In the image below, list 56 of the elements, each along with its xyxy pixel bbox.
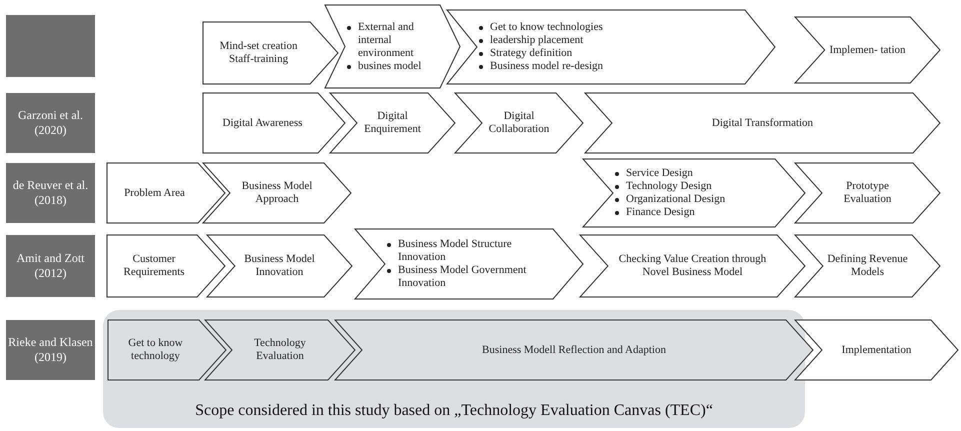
bullet-item: Technology Design: [626, 180, 712, 193]
author-label-box: [6, 15, 95, 77]
step-label: Problem Area: [124, 186, 185, 200]
step-label: Digital Collaboration: [488, 110, 550, 136]
chevron-step: [795, 235, 940, 297]
chevron-step: [205, 320, 355, 380]
step-label: Mind-set creation Staff-training: [218, 40, 298, 66]
bullet-item: Business Model Government Innovation: [398, 264, 528, 290]
chevron-step: [580, 235, 805, 297]
step-label: Technology Evaluation: [253, 337, 307, 363]
bullet-item: leadership placement: [490, 34, 584, 47]
step-label: Digital Enquirement: [363, 110, 422, 136]
step-label: Checking Value Creation through Novel Business Model: [618, 253, 768, 279]
bullet-item: Business Model Structure Innovation: [398, 238, 513, 264]
scope-caption: Scope considered in this study based on „Technology Evaluation Canvas (TEC)“: [194, 402, 714, 420]
author-label: Rieke and Klasen (2019): [7, 335, 94, 365]
step-label: Implementation: [842, 344, 912, 356]
chevron-step: [108, 320, 226, 380]
step-label: Digital Awareness: [222, 116, 302, 130]
bullet-item: Strategy definition: [490, 47, 572, 60]
author-label-box: [6, 320, 95, 380]
author-label-box: [6, 163, 95, 223]
step-label: Defining Revenue Models: [826, 253, 909, 279]
step-label: Business Model Approach: [240, 180, 314, 206]
chevron-step: [203, 163, 351, 223]
chevron-step: [207, 235, 352, 297]
chevron-step: [583, 159, 805, 227]
chevron-step: [325, 5, 460, 88]
chevron-step: [455, 93, 583, 153]
bullet-item: Organizational Design: [626, 193, 726, 206]
bullet-item: Get to know technologies: [490, 21, 603, 34]
bullet-item: Finance Design: [626, 206, 695, 219]
bullet-item: busines model: [358, 60, 422, 72]
chevron-step: [107, 235, 225, 297]
chevron-step: [795, 163, 940, 223]
chevron-step: [330, 93, 455, 153]
bullet-item: Service Design: [626, 167, 693, 180]
bullet-item: Business model re-design: [490, 60, 604, 73]
author-label: de Reuver et al. (2018): [12, 178, 90, 208]
author-label-box: [6, 235, 95, 297]
chevron-step: [107, 163, 225, 223]
chevron-step: [203, 22, 338, 84]
step-label: Digital Transformation: [712, 116, 814, 130]
chevron-step: [203, 93, 345, 153]
author-label-box: [6, 93, 95, 153]
step-label: Business Model Innovation: [243, 253, 316, 279]
step-label: Get to know technology: [127, 337, 184, 363]
step-label: Business Modell Reflection and Adaption: [482, 344, 666, 356]
step-label: Implemen- tation: [829, 44, 906, 56]
author-label: Amit and Zott (2012): [16, 251, 86, 281]
author-label: Garzoni et al. (2020): [17, 108, 84, 138]
chevron-step: [795, 17, 940, 83]
chevron-step: [795, 320, 958, 380]
step-label: Prototype Evaluation: [842, 180, 892, 206]
chevron-step: [355, 229, 583, 299]
step-label: Customer Requirements: [122, 253, 186, 279]
